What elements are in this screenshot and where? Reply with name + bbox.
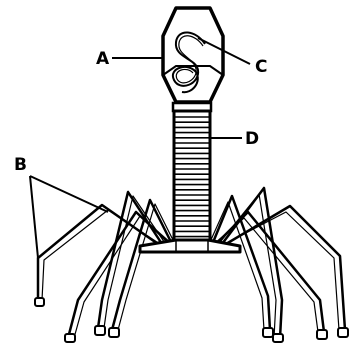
fiber-tip <box>263 328 273 337</box>
leader-line-b1 <box>30 176 108 212</box>
tail-fibers-left <box>38 192 174 338</box>
fiber-tip <box>109 328 119 337</box>
label-d: D <box>245 129 259 149</box>
label-a: A <box>96 49 110 69</box>
tail-fiber-r2-edge <box>217 194 276 338</box>
tail-fiber-l1-edge <box>42 210 163 300</box>
fiber-tip <box>65 334 75 342</box>
fiber-tips <box>35 298 348 342</box>
leader-line-b2 <box>30 176 38 258</box>
fiber-tip <box>35 298 44 306</box>
fiber-tip <box>317 330 327 339</box>
label-b: B <box>14 155 27 175</box>
fiber-tip <box>338 328 348 337</box>
fiber-tip <box>273 334 283 342</box>
tail-fiber-l3-edge <box>74 216 172 338</box>
tail-sheath <box>174 111 210 241</box>
fiber-tip <box>95 326 105 335</box>
tail-fibers-right <box>210 188 345 338</box>
label-c: C <box>255 57 267 77</box>
